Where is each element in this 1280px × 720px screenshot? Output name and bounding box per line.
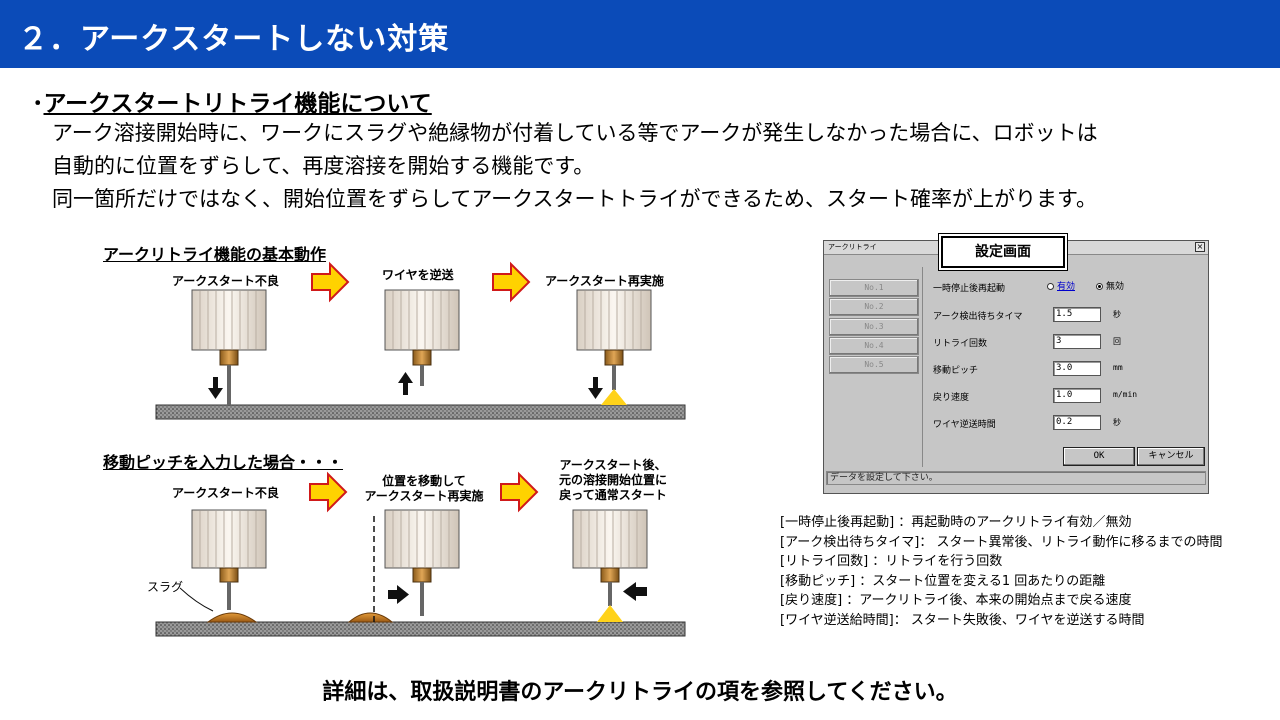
- title-bar: ２．アークスタートしない対策: [0, 0, 1280, 68]
- next-step-arrow-icon: [311, 261, 350, 303]
- section-heading: ･アークスタートリトライ機能について: [32, 91, 432, 117]
- arrow-right-icon: [388, 585, 409, 604]
- step-label: ワイヤを逆送: [382, 268, 454, 282]
- legend-item: [リトライ回数] ：リトライを行う回数: [780, 554, 1003, 569]
- tab-no-1[interactable]: No.1: [829, 279, 919, 297]
- arrow-left-icon: [623, 582, 647, 601]
- paragraph-line-2: 自動的に位置をずらして、再度溶接を開始する機能です。: [52, 154, 595, 178]
- basic-operation-heading: アークリトライ機能の基本動作: [103, 245, 327, 264]
- field-unit: 秒: [1113, 310, 1121, 319]
- field-unit: 秒: [1113, 418, 1121, 427]
- tab-no-5[interactable]: No.5: [829, 356, 919, 375]
- cancel-button[interactable]: キャンセル: [1137, 447, 1205, 466]
- move-pitch-heading: 移動ピッチを入力した場合・・・: [103, 453, 344, 472]
- restart-after-pause-label: 一時停止後再起動: [933, 284, 1006, 294]
- move-pitch-input[interactable]: 3.0: [1053, 361, 1101, 376]
- step-label: アークスタート再実施: [545, 274, 664, 288]
- field-unit: mm: [1113, 363, 1123, 372]
- torch-icon: [191, 289, 267, 405]
- settings-screen-callout: 設定画面: [941, 236, 1065, 268]
- legend-item: [アーク検出待ちタイマ]： スタート異常後、リトライ動作に移るまでの時間: [780, 534, 1223, 550]
- return-speed-input[interactable]: 1.0: [1053, 388, 1101, 403]
- footer-note: 詳細は、取扱説明書のアークリトライの項を参照してください。: [322, 680, 958, 705]
- field-label: アーク検出待ちタイマ: [933, 312, 1023, 322]
- torch-icon: [384, 289, 460, 386]
- torch-icon: [572, 509, 648, 606]
- arc-retry-diagram: [155, 261, 686, 637]
- page-title: ２．アークスタートしない対策: [18, 22, 450, 57]
- tab-no-2[interactable]: No.2: [829, 298, 919, 317]
- radio-selected-icon: [1096, 283, 1103, 290]
- ok-button[interactable]: OK: [1063, 447, 1135, 466]
- next-step-arrow-icon: [500, 471, 539, 513]
- window-title: アークリトライ: [828, 243, 877, 251]
- legend-item: [一時停止後再起動] ：再起動時のアークリトライ有効／無効: [780, 515, 1132, 530]
- slag-icon: [206, 612, 258, 623]
- torch-icon: [576, 289, 652, 390]
- close-icon[interactable]: ×: [1195, 242, 1205, 252]
- radio-disabled[interactable]: 無効: [1096, 279, 1124, 292]
- slag-leader-line: [179, 587, 214, 612]
- workpiece-plate-top: [155, 404, 686, 420]
- radio-enabled[interactable]: 有効: [1047, 279, 1075, 292]
- field-label: ワイヤ逆送時間: [933, 420, 996, 430]
- workpiece-plate-bottom: [155, 621, 686, 637]
- field-unit: 回: [1113, 337, 1121, 346]
- legend-item: [移動ピッチ] ：スタート位置を変える1 回あたりの距離: [780, 573, 1106, 589]
- arrow-down-icon: [208, 377, 223, 399]
- field-label: 戻り速度: [933, 393, 970, 403]
- step-label: 位置を移動して アークスタート再実施: [364, 474, 484, 503]
- legend-item: [戻り速度] ：アークリトライ後、本来の開始点まで戻る速度: [780, 593, 1132, 608]
- legend-item: [ワイヤ逆送給時間]： スタート失敗後、ワイヤを逆送する時間: [780, 612, 1145, 628]
- retry-count-input[interactable]: 3: [1053, 334, 1101, 349]
- wire-retract-time-input[interactable]: 0.2: [1053, 415, 1101, 430]
- torch-icon: [384, 509, 460, 616]
- arc-flame-icon: [601, 389, 627, 405]
- condition-tab-list: No.1 No.2 No.3 No.4 No.5: [829, 279, 919, 375]
- paragraph-line-1: アーク溶接開始時に、ワークにスラグや絶縁物が付着している等でアークが発生しなかっ…: [52, 121, 1098, 145]
- arrow-down-icon: [588, 377, 603, 399]
- next-step-arrow-icon: [309, 471, 348, 513]
- slag-icon: [347, 612, 394, 623]
- paragraph-line-3: 同一箇所だけではなく、開始位置をずらしてアークスタートトライができるため、スター…: [52, 187, 1097, 211]
- arc-retry-settings-window: アークリトライ × No.1 No.2 No.3 No.4 No.5 一時停止後…: [823, 240, 1209, 494]
- field-unit: m/min: [1113, 390, 1138, 399]
- field-label: 移動ピッチ: [933, 366, 979, 376]
- tab-no-4[interactable]: No.4: [829, 336, 919, 355]
- slag-label: スラグ: [147, 580, 184, 594]
- step-label: アークスタート後、 元の溶接開始位置に 戻って通常スタート: [558, 458, 667, 502]
- tab-no-3[interactable]: No.3: [829, 317, 919, 336]
- step-label: アークスタート不良: [172, 486, 279, 500]
- arc-flame-icon: [597, 605, 623, 622]
- section-heading-text: アークスタートリトライ機能について: [43, 91, 432, 117]
- arrow-up-icon: [398, 372, 413, 395]
- status-bar: データを設定して下さい。: [826, 471, 1206, 485]
- settings-panel: 一時停止後再起動 有効 無効 アーク検出待ちタイマ 1.5 秒 リトライ回数 3…: [922, 267, 1207, 467]
- parameter-legend: [一時停止後再起動] ：再起動時のアークリトライ有効／無効 [アーク検出待ちタイ…: [780, 513, 1223, 630]
- arc-detect-timer-input[interactable]: 1.5: [1053, 307, 1101, 322]
- torch-icon: [191, 509, 267, 610]
- step-label: アークスタート不良: [172, 274, 279, 288]
- radio-icon: [1047, 283, 1054, 290]
- next-step-arrow-icon: [492, 261, 531, 303]
- field-label: リトライ回数: [933, 339, 988, 349]
